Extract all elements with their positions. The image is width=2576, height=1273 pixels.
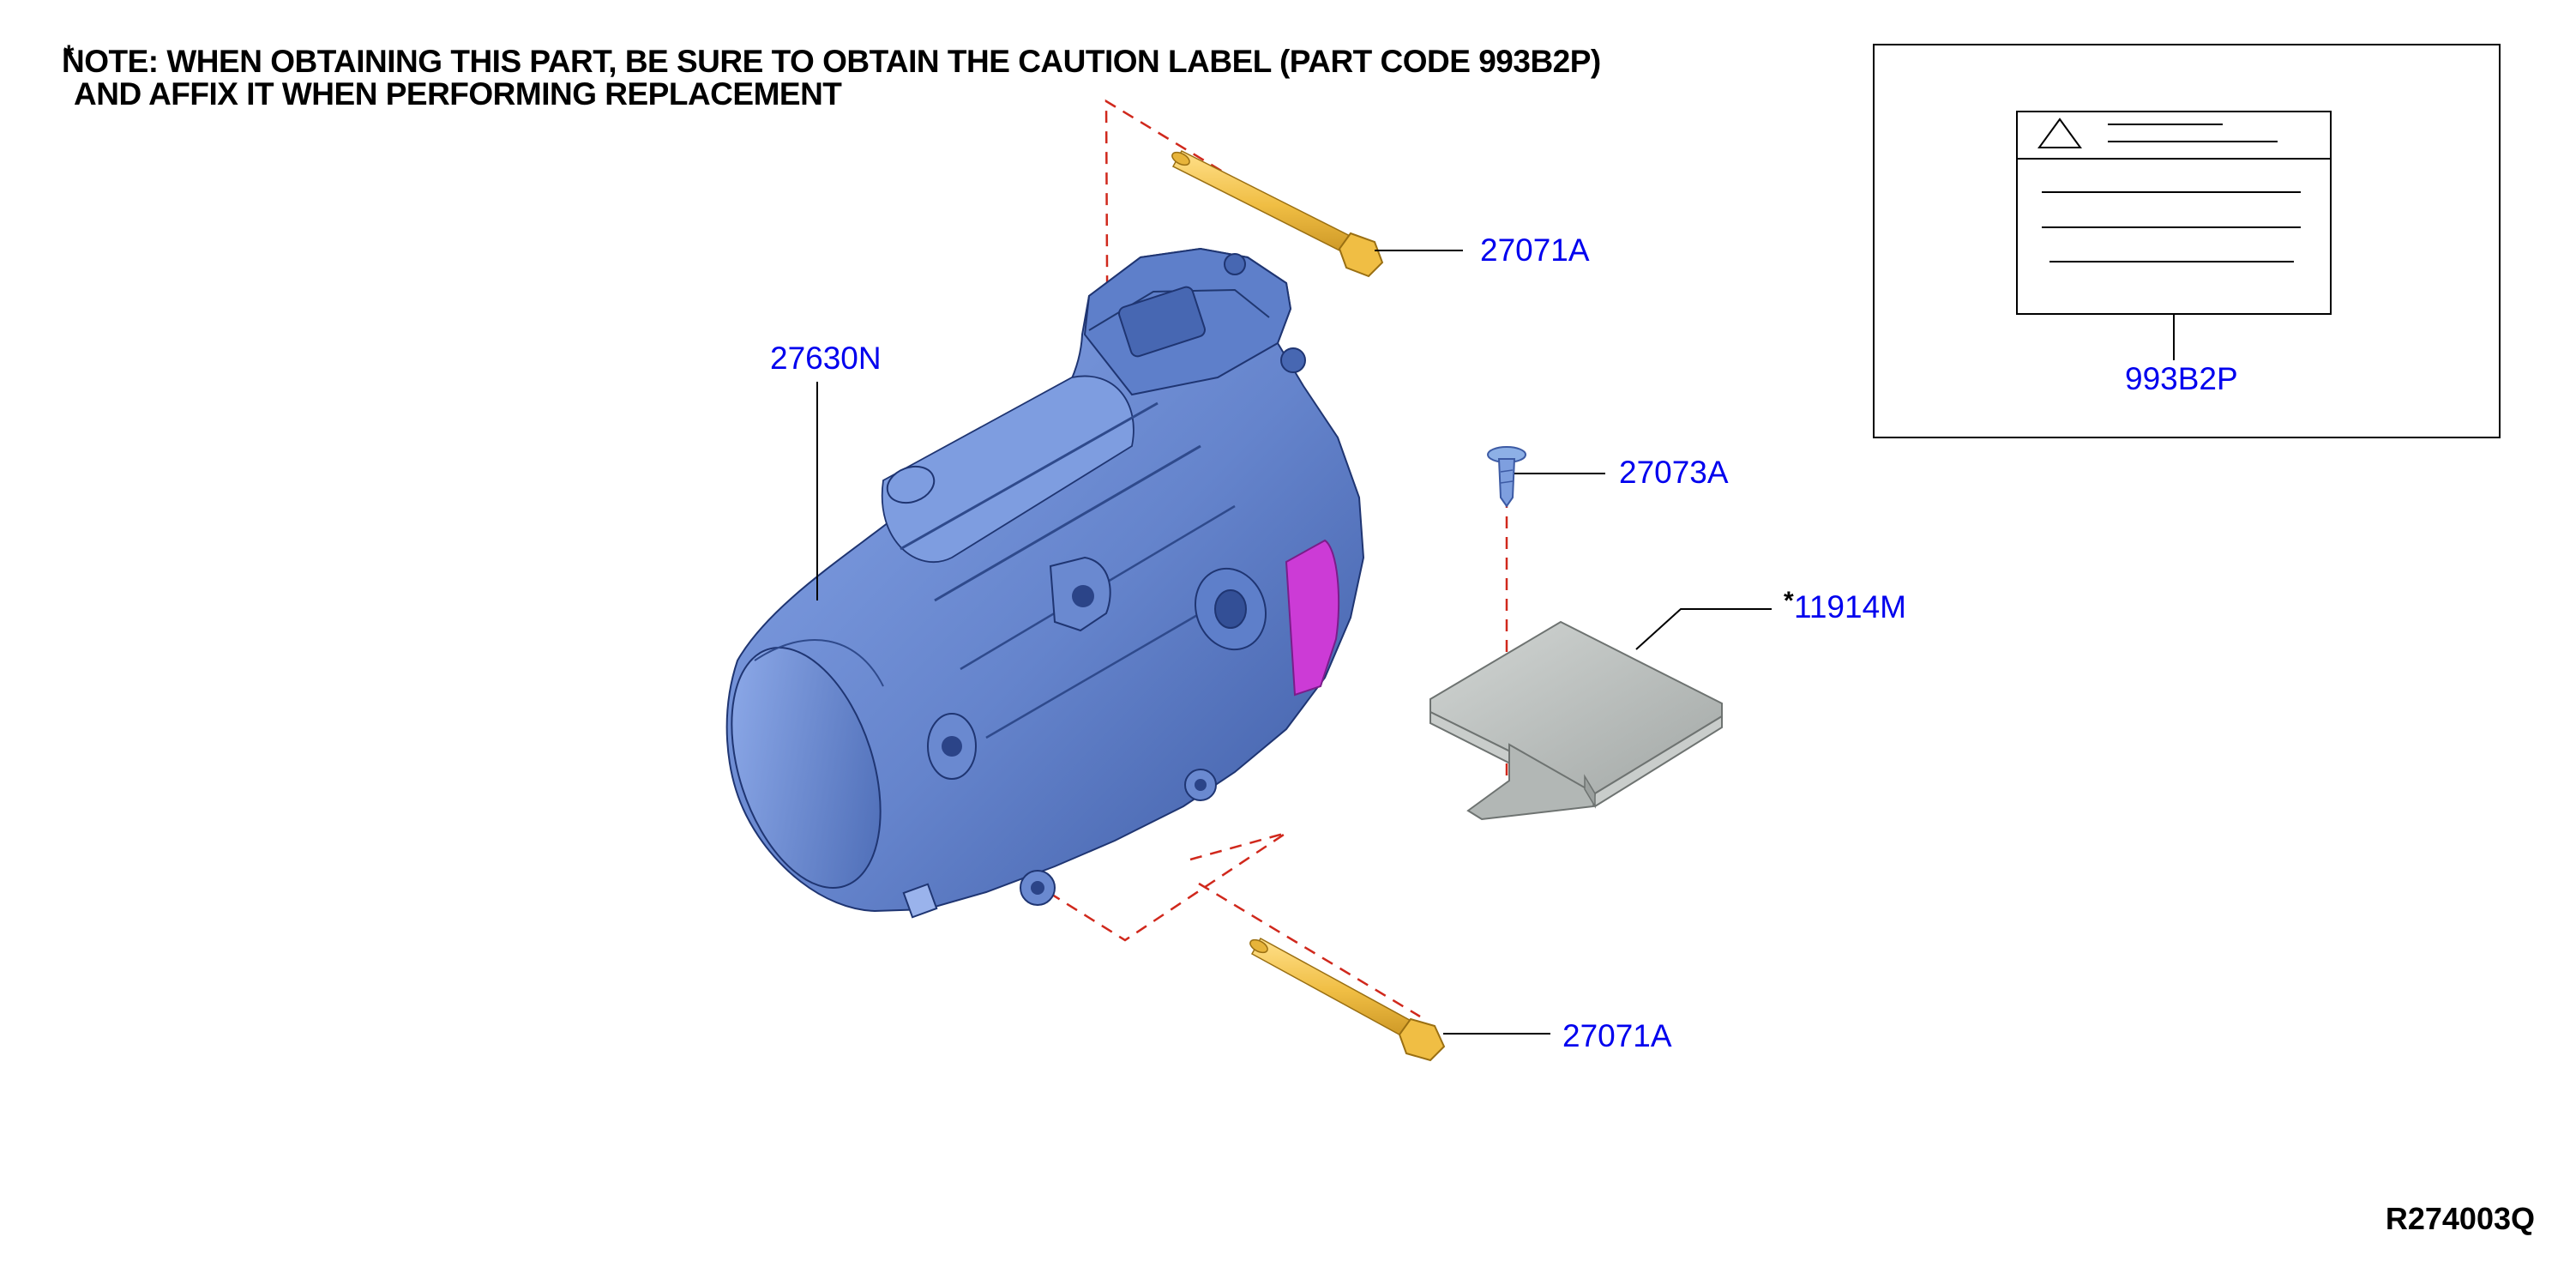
callout-screw[interactable]: 27073A	[1619, 455, 1729, 490]
bolt-top-illustration	[1171, 150, 1384, 278]
callout-compressor[interactable]: 27630N	[770, 341, 882, 376]
callout-bracket[interactable]: 11914M	[1794, 589, 1906, 624]
callout-bolt-top[interactable]: 27071A	[1480, 232, 1590, 268]
bracket-illustration	[1429, 620, 1723, 821]
callout-caution-label[interactable]: 993B2P	[2125, 361, 2238, 396]
screw-illustration	[1487, 446, 1526, 508]
note-line-1: NOTE: WHEN OBTAINING THIS PART, BE SURE …	[62, 44, 1601, 79]
figure-reference-code: R274003Q	[2385, 1201, 2535, 1236]
leader-line-bracket	[1635, 608, 1772, 650]
compressor-illustration	[725, 247, 1365, 919]
note-line-2: AND AFFIX IT WHEN PERFORMING REPLACEMENT	[74, 76, 842, 112]
leader-lines	[816, 250, 1772, 1035]
caution-label-icon	[2016, 111, 2332, 315]
bracket-asterisk: *	[1784, 587, 1794, 615]
bolt-bottom-illustration	[1249, 937, 1446, 1062]
caution-label-frame	[1873, 44, 2501, 438]
warning-triangle-icon	[2037, 118, 2082, 148]
callout-bolt-bottom[interactable]: 27071A	[1562, 1018, 1672, 1053]
note-asterisk: *	[63, 39, 75, 70]
